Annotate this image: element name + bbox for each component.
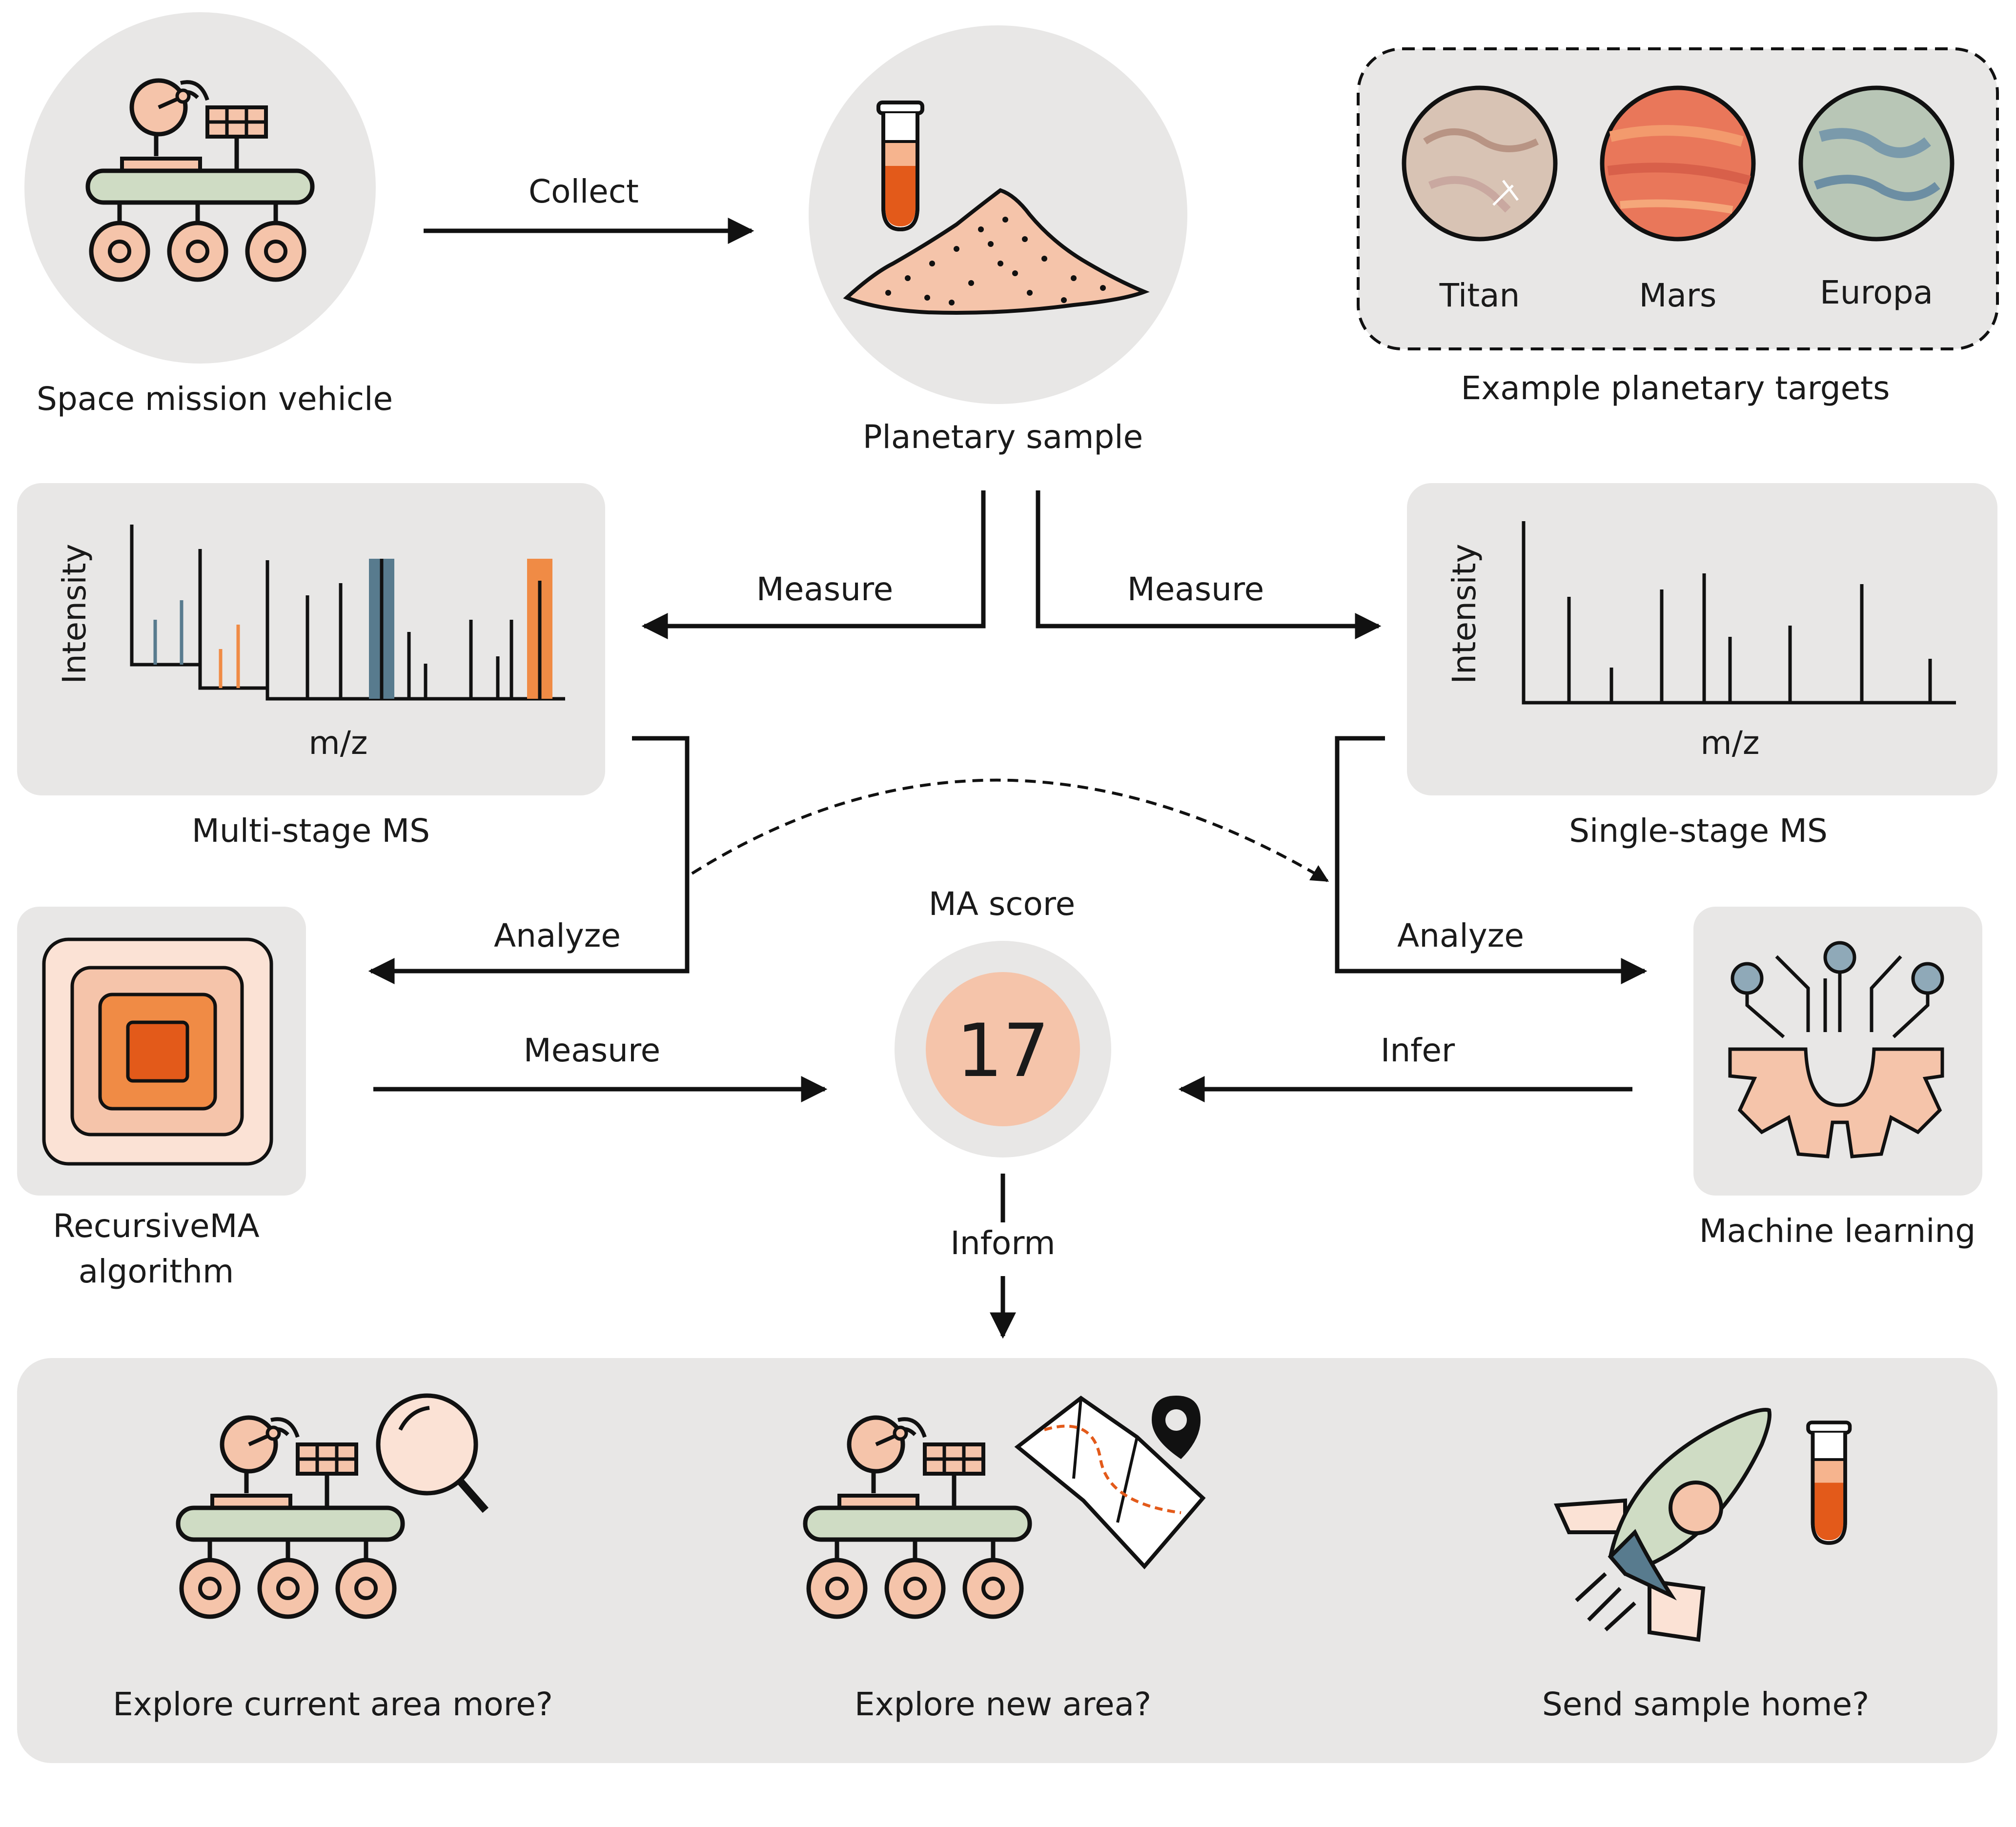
ma-score-label: MA score — [929, 885, 1075, 923]
vehicle-label: Space mission vehicle — [37, 380, 393, 418]
ml-label: Machine learning — [1699, 1212, 1976, 1250]
test-tube-icon — [878, 102, 922, 229]
target-label-mars: Mars — [1639, 277, 1717, 314]
nested-squares-icon — [42, 937, 273, 1166]
measure-right-arrow — [1036, 490, 1382, 639]
targets-group: Titan Mars Europa Example planetary targ… — [1357, 47, 1999, 407]
single-ms-x-axis-label: m/z — [1700, 724, 1759, 762]
analyze-right-label: Analyze — [1397, 917, 1524, 954]
recursive-ma-label-line1: RecursiveMA — [53, 1207, 259, 1245]
ma-score-disc — [926, 972, 1080, 1126]
infer-label: Infer — [1381, 1032, 1455, 1069]
sand-pile-icon — [843, 188, 1150, 315]
multi-ms-panel — [17, 483, 605, 795]
neural-gear-icon — [1728, 941, 1944, 1158]
decision-explore-new: Explore new area? — [805, 1396, 1206, 1723]
single-ms-label: Single-stage MS — [1569, 812, 1828, 850]
multi-ms-label: Multi-stage MS — [192, 812, 430, 850]
analyze-right-arrow — [1335, 736, 1648, 984]
test-tube-icon — [1808, 1422, 1850, 1543]
vehicle-node: Space mission vehicle — [24, 12, 393, 418]
analyze-left-arrow — [368, 736, 690, 984]
target-label-europa: Europa — [1820, 274, 1933, 311]
decision-explore-current: Explore current area more? — [113, 1393, 553, 1723]
collect-label: Collect — [529, 173, 639, 210]
decision-label-current: Explore current area more? — [113, 1685, 553, 1723]
planet-icon — [1798, 85, 1955, 242]
recursive-ma-node: RecursiveMA algorithm — [17, 907, 306, 1290]
target-label-titan: Titan — [1439, 277, 1520, 314]
decision-send-home: Send sample home? — [1542, 1408, 1869, 1723]
multi-ms-x-axis-label: m/z — [308, 724, 367, 762]
ma-score-value: 17 — [957, 1009, 1050, 1094]
sample-label: Planetary sample — [863, 418, 1143, 456]
rocket-icon — [1553, 1408, 1772, 1642]
targets-caption: Example planetary targets — [1461, 369, 1890, 407]
ma-score-node: MA score 17 — [895, 885, 1111, 1157]
measure-left-label: Measure — [756, 570, 894, 608]
measure-left-arrow — [641, 490, 986, 639]
planet-icon — [1402, 85, 1558, 242]
single-stage-ms-node: Intensity m/z Single-stage MS — [1407, 483, 1997, 850]
sample-node: Planetary sample — [809, 25, 1187, 456]
spectrum-icon — [1522, 521, 1956, 705]
machine-learning-node: Machine learning — [1693, 907, 1982, 1250]
spectrum-icon — [130, 525, 565, 701]
transfer-dashed-arrow — [691, 778, 1329, 882]
measure-score-label: Measure — [524, 1032, 661, 1069]
decision-label-home: Send sample home? — [1542, 1685, 1869, 1723]
recursive-ma-label-line2: algorithm — [79, 1253, 234, 1290]
multi-ms-y-axis-label: Intensity — [56, 544, 93, 684]
single-ms-panel — [1407, 483, 1997, 795]
inform-label: Inform — [950, 1224, 1055, 1262]
multi-stage-ms-node: Intensity m/z Multi-stage MS — [17, 483, 605, 850]
single-ms-y-axis-label: Intensity — [1446, 544, 1483, 684]
decision-label-new: Explore new area? — [855, 1685, 1151, 1723]
planet-icon — [1600, 85, 1756, 242]
magnifier-icon — [376, 1393, 489, 1513]
map-pin-icon — [1014, 1396, 1206, 1570]
measure-right-label: Measure — [1127, 570, 1264, 608]
analyze-left-label: Analyze — [494, 917, 621, 954]
decisions-panel — [17, 1358, 1997, 1763]
